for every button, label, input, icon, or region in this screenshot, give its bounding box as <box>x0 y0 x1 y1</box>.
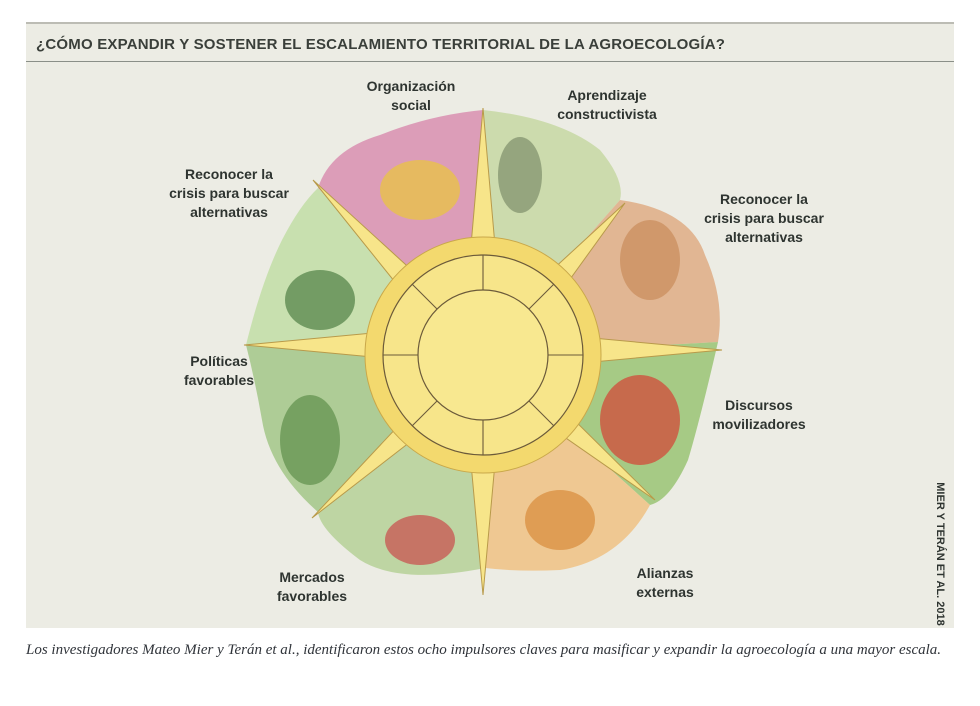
title-divider <box>26 61 954 62</box>
sun-inner-disc <box>417 289 549 421</box>
label-mercados-favorables: Mercados favorables <box>276 569 348 604</box>
sun <box>364 236 602 474</box>
top-rule <box>26 22 954 24</box>
sun-dividers <box>383 255 583 455</box>
figure-caption: Los investigadores Mateo Mier y Terán et… <box>26 642 942 658</box>
label-organizacion-social: Organización social <box>366 78 456 113</box>
label-alianzas-externas: Alianzas externas <box>636 565 694 600</box>
label-politicas-favorables: Políticas favorables <box>183 353 255 388</box>
label-aprendizaje-constructivista: Aprendizaje constructivista <box>557 87 657 122</box>
label-reconocer-crisis-left: Reconocer la crisis para buscar alternat… <box>169 166 289 220</box>
credit-text: MIER Y TERÁN ET AL. 2018 <box>934 482 946 626</box>
image-credit: MIER Y TERÁN ET AL. 2018 <box>932 482 948 625</box>
label-discursos-movilizadores: Discursos movilizadores <box>712 397 806 432</box>
illustration-details <box>280 137 680 565</box>
label-reconocer-crisis-right: Reconocer la crisis para buscar alternat… <box>704 191 824 245</box>
figure-title: ¿CÓMO EXPANDIR Y SOSTENER EL ESCALAMIENT… <box>36 36 726 53</box>
